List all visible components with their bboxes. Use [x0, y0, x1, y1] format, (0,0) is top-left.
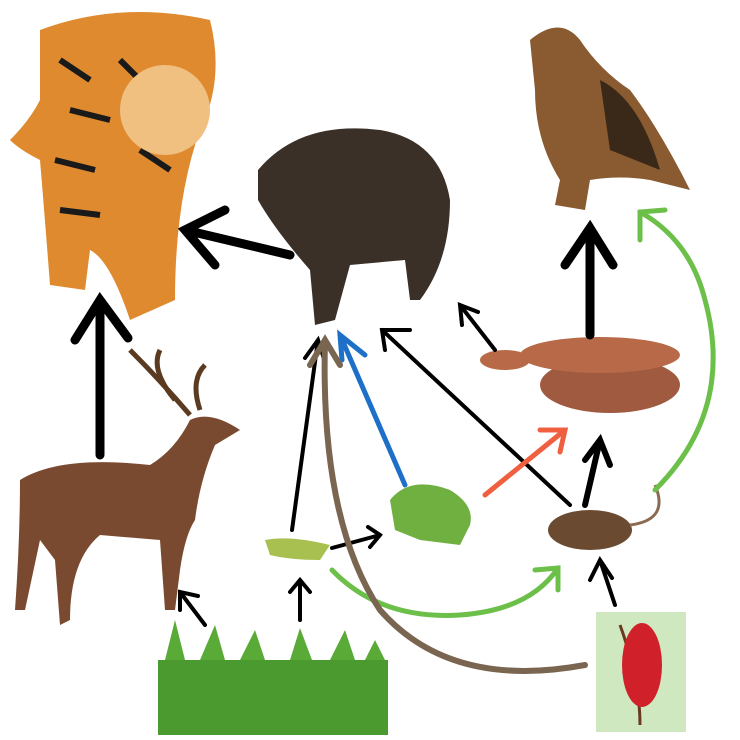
arrow-grasshopper-to-frog: [330, 525, 383, 550]
arrow-grasshopper-to-mouse: [329, 565, 561, 618]
arrow-grass-to-deer: [178, 589, 207, 627]
arrow-mouse-to-hawk: [637, 207, 716, 493]
arrow-mouse-to-snake: [582, 433, 613, 508]
snake-icon: [480, 337, 680, 413]
arrow-snake-to-boar: [457, 301, 497, 352]
arrow-snake-to-hawk: [560, 219, 618, 340]
arrow-boar-to-tiger: [177, 205, 295, 270]
tiger-icon: [10, 12, 216, 320]
arrow-frog-to-boar: [337, 329, 408, 488]
mouse-icon: [548, 484, 661, 550]
frog-icon: [390, 484, 471, 545]
berries-icon: [596, 612, 686, 732]
grasshopper-icon: [265, 538, 330, 560]
arrow-deer-to-tiger: [70, 291, 133, 460]
arrow-grass-to-grasshopper: [288, 576, 312, 622]
hawk-icon: [530, 27, 690, 210]
arrow-berries-to-mouse: [588, 556, 617, 607]
arrow-grasshopper-to-boar: [290, 335, 327, 532]
arrow-mouse-to-boar: [379, 328, 572, 507]
arrow-berries-to-boar: [307, 334, 588, 674]
boar-icon: [258, 128, 450, 325]
grass-icon: [158, 620, 388, 735]
deer-icon: [15, 348, 240, 625]
arrow-frog-to-snake: [482, 427, 569, 498]
